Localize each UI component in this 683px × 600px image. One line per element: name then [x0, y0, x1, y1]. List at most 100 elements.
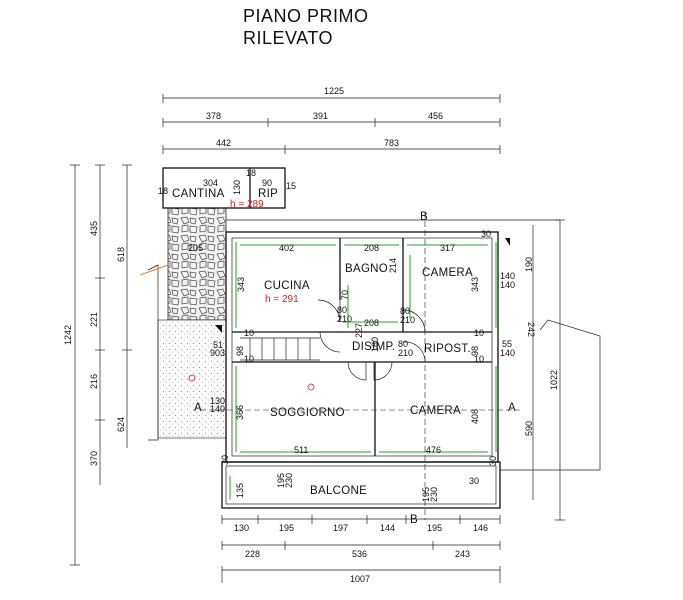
dim-bottom-130: 130	[234, 523, 249, 533]
dim-140a: 140	[500, 271, 515, 281]
dim-476: 476	[426, 445, 441, 455]
dim-90: 90	[262, 178, 272, 188]
dim-210a: 210	[337, 314, 352, 324]
top-dimensions: 1225 378 391 456 442 783	[162, 86, 501, 154]
dim-30c: 30	[220, 455, 230, 465]
dim-80b: 80	[400, 306, 410, 316]
dim-left-216: 216	[89, 374, 99, 389]
cucina-height: h = 291	[265, 294, 299, 305]
dim-right-242: 242	[526, 322, 536, 337]
room-dimensions: 304 90 18 18 15 205 402 208 317 343 214 …	[158, 168, 515, 502]
dim-230a: 230	[284, 473, 294, 488]
walls	[162, 167, 560, 509]
dim-10c: 10	[474, 328, 484, 338]
dim-51: 51	[213, 340, 223, 350]
dim-180: 180	[370, 337, 380, 352]
dim-135: 135	[235, 483, 245, 498]
room-bagno: BAGNO	[345, 263, 388, 275]
dim-366: 366	[235, 405, 245, 420]
section-b-bottom: B	[410, 514, 418, 526]
dim-130: 130	[210, 396, 225, 406]
dim-70: 70	[340, 290, 350, 300]
dim-98b: 98	[470, 346, 480, 356]
room-cucina: CUCINA	[264, 280, 310, 292]
dim-343a: 343	[236, 277, 246, 292]
dim-227: 227	[354, 323, 364, 338]
room-camera-bottom: CAMERA	[410, 405, 461, 417]
dim-140d: 140	[210, 404, 225, 414]
plan-title: PIANO PRIMO	[243, 6, 369, 26]
room-cantina: CANTINA	[172, 188, 225, 200]
dim-98a: 98	[235, 346, 245, 356]
dim-bottom-144: 144	[380, 523, 395, 533]
section-a-right: A	[508, 402, 516, 414]
dim-30d: 30	[488, 456, 498, 466]
room-disimp: DISIMP.	[352, 341, 395, 353]
dim-210c: 210	[398, 348, 413, 358]
dim-80a: 80	[337, 305, 347, 315]
dim-left-624: 624	[116, 417, 126, 432]
dim-top-378: 378	[206, 111, 221, 121]
dim-210b: 210	[400, 315, 415, 325]
section-a-left: A	[194, 402, 202, 414]
dim-bottom-146: 146	[473, 523, 488, 533]
dim-top-391: 391	[313, 111, 328, 121]
dim-511: 511	[294, 445, 308, 455]
cantina-height: h = 289	[230, 199, 264, 210]
dim-55: 55	[502, 339, 512, 349]
dim-left-435: 435	[89, 221, 99, 236]
room-soggiorno: SOGGIORNO	[270, 407, 345, 419]
dim-343b: 343	[470, 277, 480, 292]
green-ticks	[229, 242, 497, 500]
dim-208a: 208	[364, 243, 379, 253]
plan-subtitle: RILEVATO	[243, 28, 334, 48]
dim-left-618: 618	[116, 247, 126, 262]
section-b-top: B	[420, 211, 428, 223]
dim-205: 205	[188, 243, 203, 253]
dim-10a: 10	[244, 328, 254, 338]
level-marker-ext	[188, 374, 196, 382]
room-balcone: BALCONE	[310, 485, 367, 497]
room-ripost: RIPOST.	[424, 343, 471, 355]
dim-15: 15	[286, 181, 296, 191]
dim-195b: 195	[421, 487, 431, 502]
dim-right-1022: 1022	[549, 370, 559, 390]
dim-top-783: 783	[384, 138, 399, 148]
dim-214: 214	[388, 258, 398, 273]
dim-bottom-197: 197	[333, 523, 348, 533]
dim-left-1242: 1242	[63, 325, 73, 345]
section-markers: A A B B	[194, 211, 520, 526]
dim-317: 317	[440, 243, 455, 253]
room-labels: CANTINA RIP CUCINA BAGNO CAMERA DISIMP. …	[172, 188, 473, 497]
dim-80c: 80	[398, 339, 408, 349]
dim-140b: 140	[500, 280, 515, 290]
right-dimensions: 1022 190 590 242	[500, 219, 601, 521]
dim-10d: 10	[474, 354, 484, 364]
dim-top-442: 442	[216, 138, 231, 148]
dim-30b: 30	[469, 476, 479, 486]
level-marker	[307, 383, 315, 391]
dim-30a: 30	[481, 229, 491, 239]
dim-903: 903	[210, 348, 225, 358]
dim-140c: 140	[500, 348, 515, 358]
left-dimensions: 1242 618 624 435 221 216 370	[63, 164, 132, 566]
dim-bottom-1007: 1007	[350, 574, 370, 584]
dim-130b: 130	[232, 180, 242, 195]
dim-18a: 18	[246, 168, 256, 178]
dim-304: 304	[203, 178, 218, 188]
dim-bottom-195a: 195	[279, 523, 294, 533]
bottom-dimensions: 130 195 197 144 195 146 228 536 243 1007	[221, 515, 501, 584]
dim-bottom-243: 243	[455, 549, 470, 559]
dim-408: 408	[470, 409, 480, 424]
dim-195a: 195	[276, 473, 286, 488]
dim-402: 402	[279, 243, 294, 253]
room-rip: RIP	[258, 188, 278, 200]
dim-total-top: 1225	[324, 86, 344, 96]
stone-wall-upper	[167, 207, 227, 321]
dim-bottom-228: 228	[245, 549, 260, 559]
room-camera-top: CAMERA	[422, 267, 473, 279]
dim-10b: 10	[244, 354, 254, 364]
dim-208b: 208	[364, 318, 379, 328]
dim-bottom-195b: 195	[427, 523, 442, 533]
